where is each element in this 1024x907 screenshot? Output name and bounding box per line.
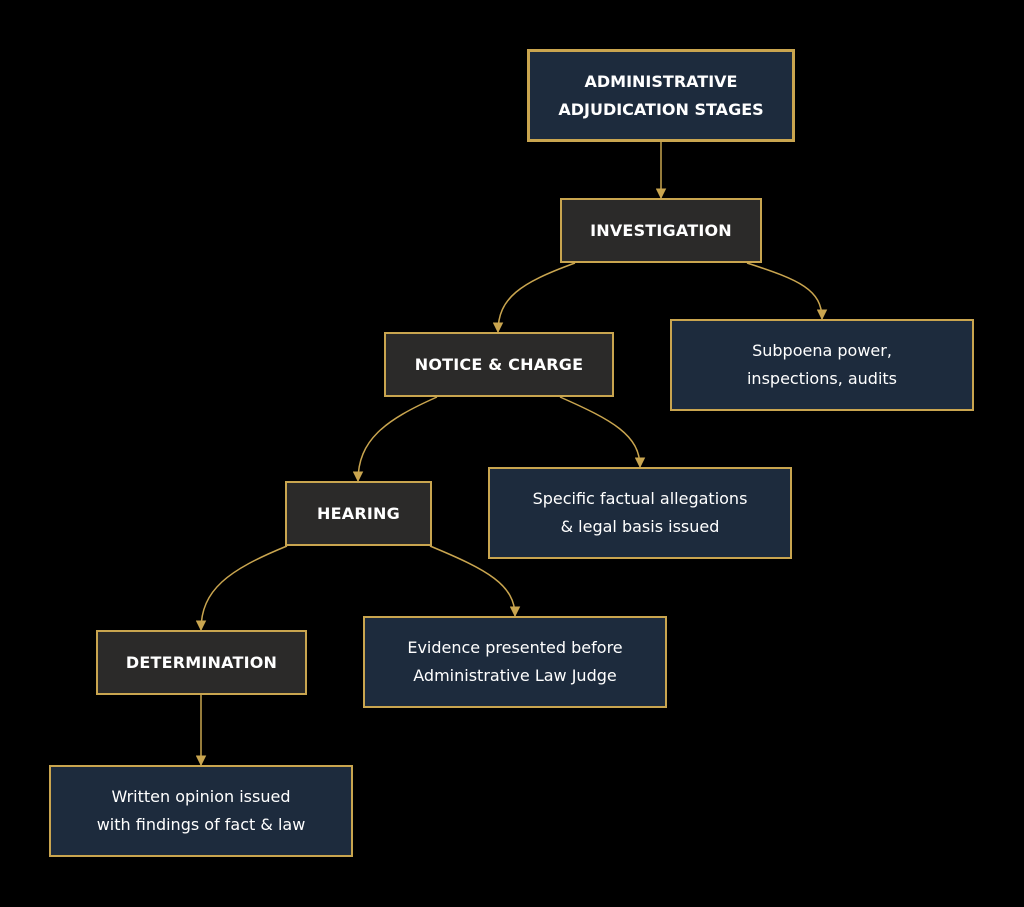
determination-detail-label: Written opinion issued with findings of … — [96, 787, 306, 834]
edge-notice-to-notice-detail — [559, 396, 646, 469]
investigation-detail-label: Subpoena power, inspections, audits — [746, 341, 898, 388]
edge-notice-to-hearing — [352, 396, 438, 483]
investigation-node: INVESTIGATION — [560, 198, 762, 263]
notice-detail-node: Specific factual allegations & legal bas… — [488, 467, 792, 559]
hearing-node-label: HEARING — [317, 504, 400, 523]
title-node: ADMINISTRATIVE ADJUDICATION STAGES — [527, 49, 795, 142]
notice-detail-label: Specific factual allegations & legal bas… — [532, 489, 748, 536]
hearing-detail-node: Evidence presented before Administrative… — [363, 616, 667, 708]
edge-hearing-to-determination — [195, 545, 288, 632]
determination-node-label: DETERMINATION — [125, 653, 278, 672]
investigation-detail-node: Subpoena power, inspections, audits — [670, 319, 974, 411]
edge-hearing-to-hearing-detail — [429, 545, 521, 618]
hearing-detail-label: Evidence presented before Administrative… — [407, 638, 623, 685]
determination-node: DETERMINATION — [96, 630, 307, 695]
notice-charge-node: NOTICE & CHARGE — [384, 332, 614, 397]
determination-detail-node: Written opinion issued with findings of … — [49, 765, 353, 857]
edge-investigation-to-investigation-detail — [746, 262, 828, 321]
edge-investigation-to-notice — [492, 262, 576, 334]
notice-charge-node-label: NOTICE & CHARGE — [414, 355, 584, 374]
hearing-node: HEARING — [285, 481, 432, 546]
investigation-node-label: INVESTIGATION — [590, 221, 732, 240]
title-node-label: ADMINISTRATIVE ADJUDICATION STAGES — [558, 71, 764, 119]
